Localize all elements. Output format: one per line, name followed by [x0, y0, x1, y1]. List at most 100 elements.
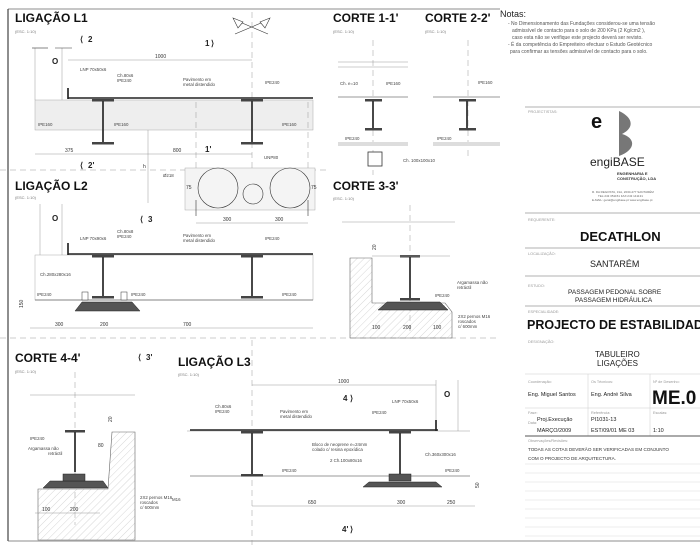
field-caption: Referência: — [591, 411, 610, 415]
callout-label: IPE240 — [215, 409, 230, 414]
especialidade-value: PROJECTO DE ESTABILIDADE — [527, 318, 700, 332]
escala-value: 1:10 — [653, 428, 664, 434]
callout-label: Ø218 — [163, 173, 174, 178]
svg-text:engiBASE: engiBASE — [590, 155, 645, 169]
detail-title: CORTE 1-1' — [333, 11, 399, 25]
dimension-label: 1000 — [338, 379, 349, 385]
observation-line: TODAS AS COTAS DEVERÃO SER VERIFICADAS E… — [528, 446, 669, 452]
pipe — [242, 183, 264, 205]
dimension-label: 100 — [42, 507, 51, 513]
callout-label: retráctil — [48, 451, 62, 456]
title-block: PROJECTISTAS: e engiBASE ENGENHARIA E CO… — [525, 106, 700, 537]
callout-label: Ch.80x8 — [117, 229, 134, 234]
requerente-value: DECATHLON — [580, 229, 661, 244]
note-line: para confirmar as tensões admissível de … — [510, 49, 648, 55]
dimension-label: 80 — [98, 443, 104, 449]
field-caption: Observações/Revisões: — [528, 439, 568, 443]
detail-corte-1-1: CORTE 1-1' (ESC. 1:10) Ch. e=10 IPE160 I… — [333, 11, 436, 175]
detail-scale: (ESC. 1:10) — [333, 196, 355, 201]
callout-label: Ch.80x6 — [117, 73, 134, 78]
dimension-label: 800 — [173, 148, 182, 154]
callout-label: Pavimento em — [280, 409, 308, 414]
note-line: - No Dimensionamento das Fundações consi… — [508, 21, 655, 27]
member-label: IPE240 — [282, 292, 297, 297]
field-caption: Escalas: — [653, 411, 667, 415]
dimension-label: h — [143, 164, 146, 170]
section-marker: 2 — [88, 35, 93, 44]
dimension-label: 1000 — [155, 54, 166, 60]
detail-title: CORTE 4-4' — [15, 351, 81, 365]
field-caption: Nº de Desenho: — [653, 380, 680, 384]
callout-label: metal distendido — [280, 414, 313, 419]
callout-label: IPE240 — [265, 236, 280, 241]
note-line: caso esta não se verifique este projecto… — [512, 35, 643, 41]
callout-label: LNP 70x50x6 — [392, 399, 419, 404]
callout-label: IPE240 — [372, 410, 387, 415]
detail-corte-3-3: CORTE 3-3' (ESC. 1:10) Argamassa não ret… — [333, 179, 491, 339]
callout-label: 2 Ch.100x80x16 — [330, 458, 363, 463]
detail-ligacao-l2: LIGAÇÃO L2 (ESC. 1:10) O LNP 70x90x6 Ch.… — [15, 178, 314, 329]
dimension-label: 50 — [475, 482, 481, 488]
detail-title: LIGAÇÃO L2 — [15, 178, 88, 193]
section-arrow-icon: ⟨ — [138, 353, 141, 362]
callout-label: Ch.80x6 — [215, 404, 232, 409]
railing-post-symbol: O — [52, 214, 58, 223]
callout-label: Ch. 100x100x10 — [403, 158, 436, 163]
callout-label: 2X2 pernos M16 — [140, 495, 173, 500]
dimension-label: 200 — [70, 507, 79, 513]
member-label: IPE240 — [282, 468, 297, 473]
railing-post-symbol: O — [52, 57, 58, 66]
dimension-label: 375 — [65, 148, 74, 154]
data-value: MARÇO/2009 — [537, 428, 571, 434]
dimension-label: 20 — [108, 416, 114, 422]
section-arrow-icon: ⟩ — [350, 525, 353, 534]
detail-ligacao-l1: LIGAÇÃO L1 (ESC. 1:10) O 1000 LNP 70x50x… — [15, 10, 317, 224]
designacao-value: TABULEIRO — [595, 350, 640, 359]
section-arrow-icon: ⟩ — [350, 394, 353, 403]
dimension-label: 300 — [397, 500, 406, 506]
svg-text:e: e — [591, 111, 602, 133]
dimension-label: 200 — [403, 325, 412, 331]
referencia-value: EST/09/01 ME 03 — [591, 428, 634, 434]
member-label: IPE240 — [345, 136, 360, 141]
dimension-label: 300 — [223, 217, 232, 223]
base-plate — [74, 301, 141, 312]
callout-label: IPE160 — [386, 81, 401, 86]
tecnicos-value: Eng. André Silva — [591, 392, 633, 398]
section-marker: 3' — [146, 353, 152, 362]
svg-text:TEL:243 351151 FAX:243 141131: TEL:243 351151 FAX:243 141131 — [598, 194, 643, 198]
neoprene-block — [388, 473, 412, 482]
callout-label: colado c/ resina epoxídica — [312, 447, 363, 452]
detail-scale: (ESC. 1:10) — [15, 195, 37, 200]
svg-text:R. DA REGOSTA, 31A, 2030-277 S: R. DA REGOSTA, 31A, 2030-277 SANTARÉM — [592, 189, 654, 194]
observation-line: COM O PROJECTO DE ARQUITECTURA. — [528, 456, 616, 461]
detail-scale: (ESC. 1:10) — [15, 369, 37, 374]
dimension-label: 75 — [186, 185, 192, 191]
section-marker: 4' — [342, 525, 348, 534]
callout-label: LNP 70x90x6 — [80, 236, 107, 241]
sheet-frame — [0, 8, 700, 542]
callout-label: LNP 70x50x6 — [80, 67, 107, 72]
detail-scale: (ESC. 1:10) — [178, 372, 200, 377]
callout-label: Pavimento em — [183, 77, 211, 82]
field-caption: Os Técnicos: — [591, 380, 613, 384]
referencia-value: PI1031-13 — [591, 417, 616, 423]
pipe — [269, 167, 311, 209]
callout-label: Argamassa não — [457, 280, 488, 285]
section-arrow-icon: ⟩ — [211, 39, 214, 48]
estudo-value: PASSAGEM HIDRÁULICA — [575, 295, 653, 304]
detail-title: CORTE 3-3' — [333, 179, 399, 193]
callout-label: roscados — [140, 500, 159, 505]
dimension-label: 100 — [372, 325, 381, 331]
localizacao-value: SANTARÉM — [590, 259, 639, 269]
fase-value: Proj.Execução — [537, 417, 572, 423]
note-line: - É da competência do Empreiteiro efectu… — [508, 41, 652, 48]
field-caption: ESTUDO: — [528, 284, 545, 288]
field-caption: DESIGNAÇÃO: — [528, 339, 554, 344]
detail-ligacao-l3: LIGAÇÃO L3 (ESC. 1:10) O 1000 4 ⟩ Ch.80x… — [172, 340, 481, 545]
drawing-number: ME.0 — [652, 388, 696, 409]
dimension-label: 700 — [183, 322, 192, 328]
callout-label: Ch. e=10 — [340, 81, 359, 86]
dimension-label: 100 — [433, 325, 442, 331]
